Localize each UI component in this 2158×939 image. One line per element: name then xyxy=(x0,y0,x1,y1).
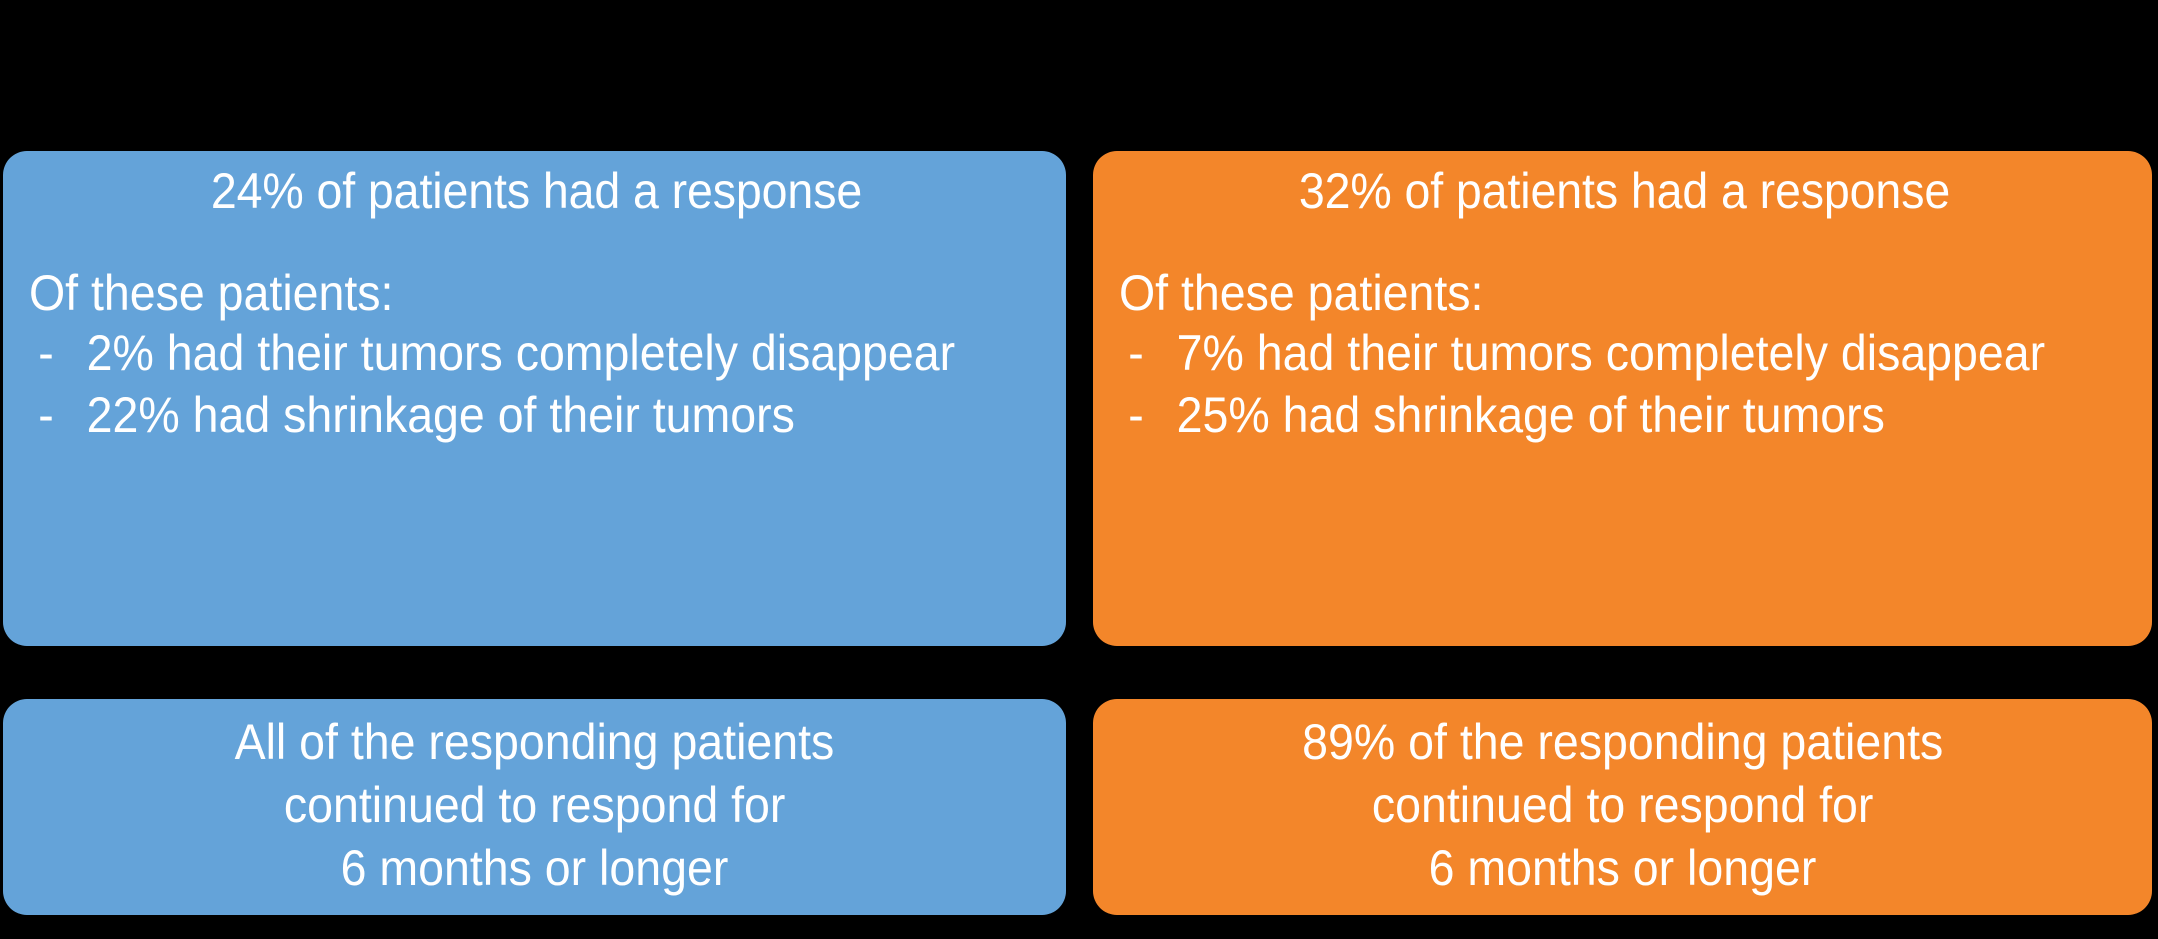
blue-duration-card: All of the responding patients continued… xyxy=(3,699,1066,915)
list-item: - 2% had their tumors completely disappe… xyxy=(29,328,973,378)
blue-response-card: 24% of patients had a response Of these … xyxy=(3,151,1066,646)
orange-response-headline: 32% of patients had a response xyxy=(1298,163,1951,219)
blue-response-bullet-list: - 2% had their tumors completely disappe… xyxy=(29,328,1044,440)
list-item-text: 25% had shrinkage of their tumors xyxy=(1176,387,1885,443)
orange-response-card-content: 32% of patients had a response Of these … xyxy=(1093,151,2152,646)
orange-duration-card: 89% of the responding patients continued… xyxy=(1093,699,2152,915)
dash-bullet-icon: - xyxy=(1128,325,1144,381)
orange-duration-line-2: continued to respond for xyxy=(1371,777,1874,833)
blue-response-headline: 24% of patients had a response xyxy=(210,163,863,219)
list-item: - 22% had shrinkage of their tumors xyxy=(29,390,973,440)
dash-bullet-icon: - xyxy=(38,387,54,443)
orange-response-card: 32% of patients had a response Of these … xyxy=(1093,151,2152,646)
dash-bullet-icon: - xyxy=(38,325,54,381)
blue-response-body: Of these patients: - 2% had their tumors… xyxy=(29,268,1044,440)
orange-response-lead: Of these patients: xyxy=(1119,265,1484,321)
orange-duration-line-1: 89% of the responding patients xyxy=(1301,714,1944,770)
blue-response-card-content: 24% of patients had a response Of these … xyxy=(3,151,1066,646)
list-item-text: 22% had shrinkage of their tumors xyxy=(86,387,795,443)
orange-duration-card-content: 89% of the responding patients continued… xyxy=(1093,699,2152,915)
list-item-text: 7% had their tumors completely disappear xyxy=(1176,325,2046,381)
blue-duration-line-3: 6 months or longer xyxy=(340,840,729,896)
list-item-text: 2% had their tumors completely disappear xyxy=(86,325,956,381)
dash-bullet-icon: - xyxy=(1128,387,1144,443)
list-item: - 25% had shrinkage of their tumors xyxy=(1119,390,2059,440)
blue-response-lead: Of these patients: xyxy=(29,265,394,321)
orange-response-bullet-list: - 7% had their tumors completely disappe… xyxy=(1119,328,2130,440)
list-item: - 7% had their tumors completely disappe… xyxy=(1119,328,2059,378)
blue-duration-line-1: All of the responding patients xyxy=(234,714,835,770)
orange-duration-line-3: 6 months or longer xyxy=(1428,840,1817,896)
orange-response-body: Of these patients: - 7% had their tumors… xyxy=(1119,268,2130,440)
blue-duration-line-2: continued to respond for xyxy=(283,777,786,833)
blue-duration-card-content: All of the responding patients continued… xyxy=(3,699,1066,915)
